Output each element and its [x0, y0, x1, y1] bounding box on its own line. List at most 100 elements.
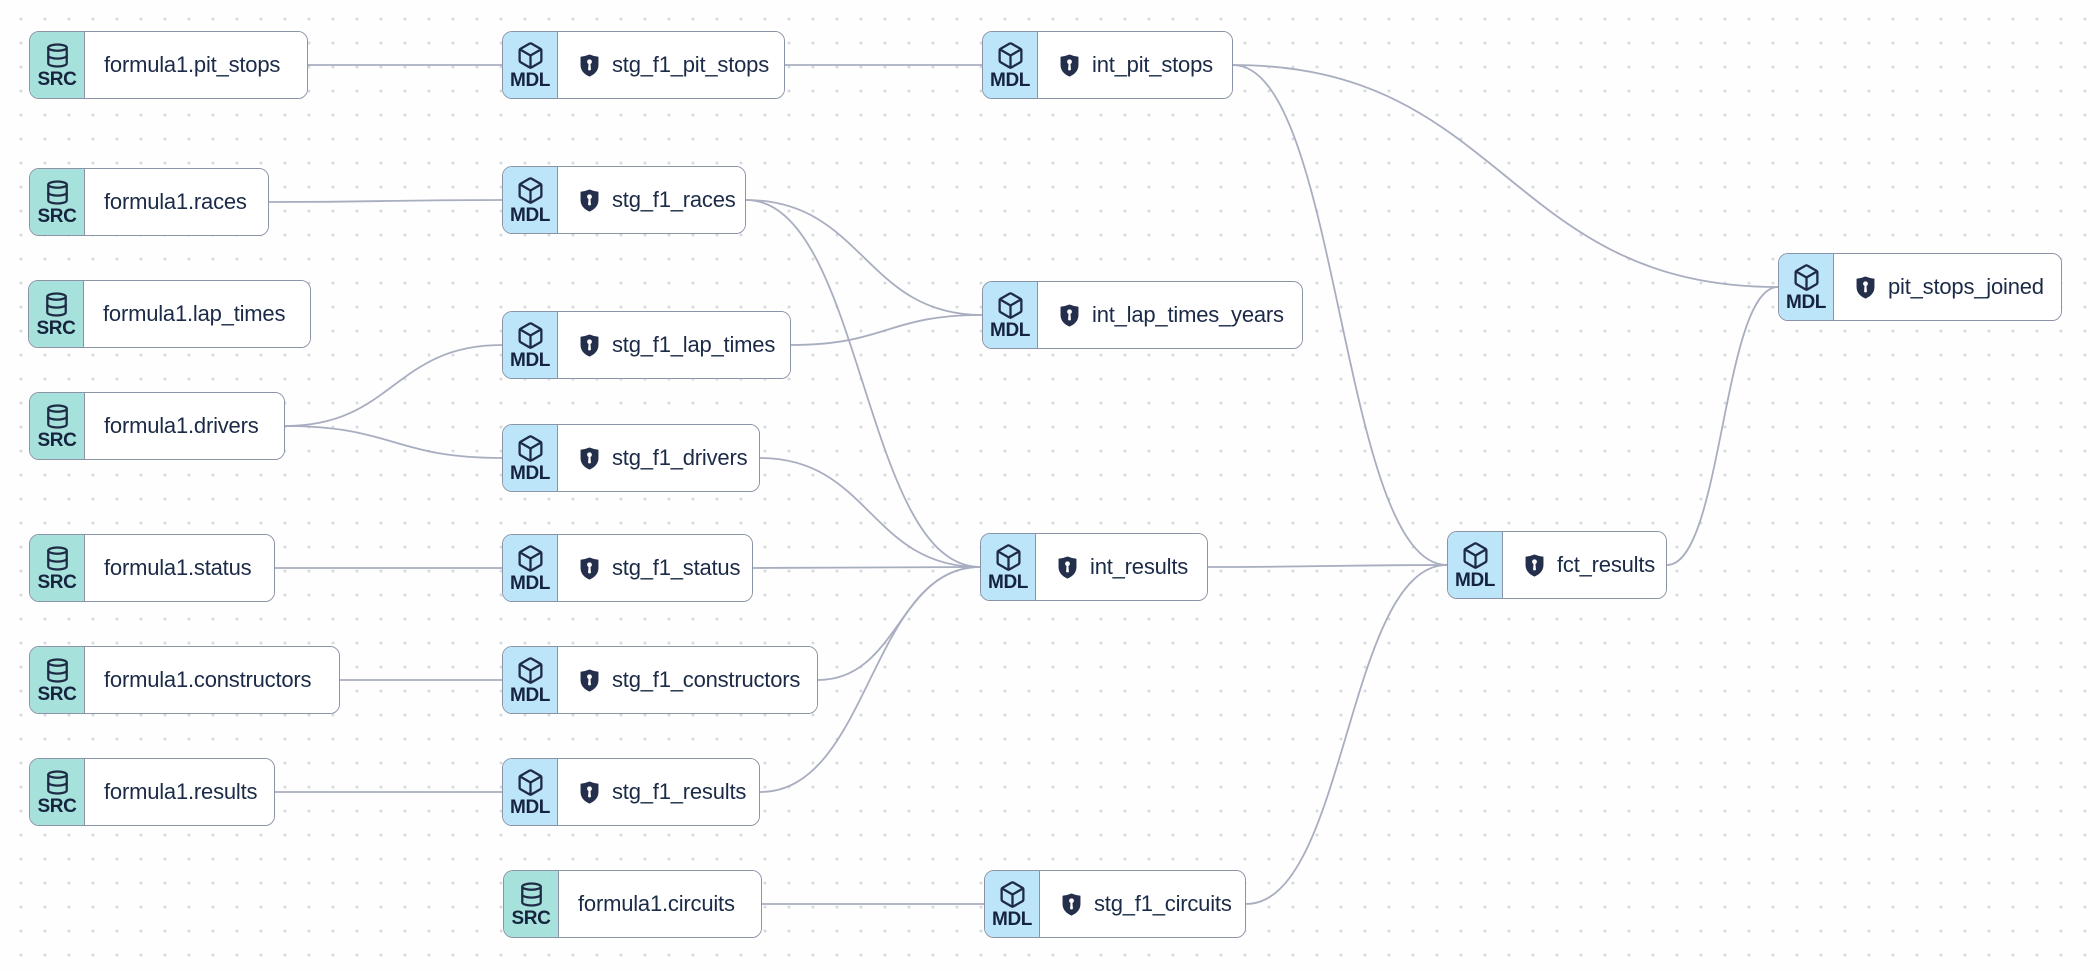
node-type-badge: MDL	[503, 647, 558, 713]
node-type-badge: MDL	[503, 535, 558, 601]
cube-icon	[997, 291, 1023, 319]
node-label: stg_f1_pit_stops	[612, 52, 770, 77]
node-type-label: SRC	[37, 429, 77, 451]
edge-int_pit_stops-to-fct_results	[1232, 64, 1448, 566]
edge-stg_f1_races-to-int_results	[745, 199, 981, 568]
node-type-label: MDL	[510, 462, 550, 484]
node-label: formula1.status	[104, 555, 252, 580]
node-type-label: SRC	[37, 795, 77, 817]
node-type-badge: SRC	[30, 393, 85, 459]
node-label-area: stg_f1_circuits	[1040, 871, 1245, 937]
shield-lock-icon	[577, 188, 602, 213]
shield-lock-icon	[1057, 303, 1082, 328]
shield-lock-icon	[577, 333, 602, 358]
node-type-badge: MDL	[503, 425, 558, 491]
node-label-area: formula1.constructors	[85, 647, 339, 713]
cube-icon	[1793, 263, 1819, 291]
node-type-badge: MDL	[503, 759, 558, 825]
node-type-badge: MDL	[503, 32, 558, 98]
node-type-badge: SRC	[30, 169, 85, 235]
node-stg_f1_circuits[interactable]: MDL stg_f1_circuits	[984, 870, 1246, 938]
node-formula1.constructors[interactable]: SRC formula1.constructors	[29, 646, 340, 714]
node-label-area: fct_results	[1503, 532, 1666, 598]
shield-lock-icon	[1059, 892, 1084, 917]
database-icon	[46, 179, 68, 205]
edge-stg_f1_drivers-to-int_results	[759, 457, 981, 568]
node-label-area: stg_f1_drivers	[558, 425, 759, 491]
node-type-badge: SRC	[30, 647, 85, 713]
shield-lock-icon	[1057, 53, 1082, 78]
node-type-badge: MDL	[983, 282, 1038, 348]
node-type-badge: MDL	[981, 534, 1036, 600]
node-label-area: formula1.pit_stops	[85, 32, 307, 98]
node-label: stg_f1_circuits	[1094, 891, 1232, 916]
node-label-area: int_lap_times_years	[1038, 282, 1302, 348]
node-int_pit_stops[interactable]: MDL int_pit_stops	[982, 31, 1233, 99]
edge-stg_f1_races-to-int_lap_times_years	[745, 199, 983, 316]
node-label-area: formula1.circuits	[559, 871, 761, 937]
cube-icon	[1462, 541, 1488, 569]
node-type-label: MDL	[988, 571, 1028, 593]
node-stg_f1_races[interactable]: MDL stg_f1_races	[502, 166, 746, 234]
node-stg_f1_constructors[interactable]: MDL stg_f1_constructors	[502, 646, 818, 714]
cube-icon	[517, 176, 543, 204]
node-label: stg_f1_status	[612, 555, 741, 580]
node-type-label: MDL	[510, 572, 550, 594]
cube-icon	[517, 321, 543, 349]
shield-lock-icon	[1522, 553, 1547, 578]
cube-icon	[995, 543, 1021, 571]
edge-formula1.drivers-to-stg_f1_drivers	[284, 425, 503, 459]
edge-formula1.drivers-to-stg_f1_lap_times	[284, 344, 503, 427]
node-stg_f1_status[interactable]: MDL stg_f1_status	[502, 534, 753, 602]
node-int_lap_times_years[interactable]: MDL int_lap_times_years	[982, 281, 1303, 349]
database-icon	[46, 42, 68, 68]
node-label: formula1.drivers	[104, 413, 259, 438]
node-type-label: MDL	[510, 796, 550, 818]
database-icon	[46, 545, 68, 571]
node-label: fct_results	[1557, 552, 1656, 577]
cube-icon	[517, 41, 543, 69]
node-formula1.status[interactable]: SRC formula1.status	[29, 534, 275, 602]
node-label: formula1.pit_stops	[104, 52, 281, 77]
node-type-badge: SRC	[504, 871, 559, 937]
node-fct_results[interactable]: MDL fct_results	[1447, 531, 1667, 599]
node-formula1.races[interactable]: SRC formula1.races	[29, 168, 269, 236]
edge-int_pit_stops-to-pit_stops_joined	[1232, 64, 1779, 288]
node-type-badge: MDL	[983, 32, 1038, 98]
node-type-badge: MDL	[503, 312, 558, 378]
cube-icon	[517, 544, 543, 572]
node-label-area: stg_f1_constructors	[558, 647, 817, 713]
node-type-label: MDL	[990, 69, 1030, 91]
shield-lock-icon	[577, 556, 602, 581]
node-formula1.lap_times[interactable]: SRC formula1.lap_times	[28, 280, 311, 348]
node-label-area: stg_f1_results	[558, 759, 759, 825]
node-formula1.drivers[interactable]: SRC formula1.drivers	[29, 392, 285, 460]
node-stg_f1_results[interactable]: MDL stg_f1_results	[502, 758, 760, 826]
edge-formula1.races-to-stg_f1_races	[268, 199, 503, 203]
node-type-label: MDL	[510, 349, 550, 371]
node-stg_f1_lap_times[interactable]: MDL stg_f1_lap_times	[502, 311, 791, 379]
node-type-label: SRC	[36, 317, 76, 339]
node-pit_stops_joined[interactable]: MDL pit_stops_joined	[1778, 253, 2062, 321]
node-label: stg_f1_drivers	[612, 445, 748, 470]
node-int_results[interactable]: MDL int_results	[980, 533, 1208, 601]
node-formula1.circuits[interactable]: SRC formula1.circuits	[503, 870, 762, 938]
node-label-area: stg_f1_status	[558, 535, 752, 601]
node-stg_f1_drivers[interactable]: MDL stg_f1_drivers	[502, 424, 760, 492]
node-label: formula1.lap_times	[103, 301, 286, 326]
node-stg_f1_pit_stops[interactable]: MDL stg_f1_pit_stops	[502, 31, 785, 99]
node-formula1.pit_stops[interactable]: SRC formula1.pit_stops	[29, 31, 308, 99]
node-label: stg_f1_results	[612, 779, 747, 804]
node-type-label: MDL	[1455, 569, 1495, 591]
cube-icon	[517, 656, 543, 684]
node-type-badge: SRC	[30, 535, 85, 601]
node-type-label: MDL	[510, 684, 550, 706]
node-type-label: MDL	[510, 69, 550, 91]
node-formula1.results[interactable]: SRC formula1.results	[29, 758, 275, 826]
database-icon	[45, 291, 67, 317]
shield-lock-icon	[577, 668, 602, 693]
node-type-label: MDL	[990, 319, 1030, 341]
node-label: pit_stops_joined	[1888, 274, 2044, 299]
node-type-badge: SRC	[30, 32, 85, 98]
